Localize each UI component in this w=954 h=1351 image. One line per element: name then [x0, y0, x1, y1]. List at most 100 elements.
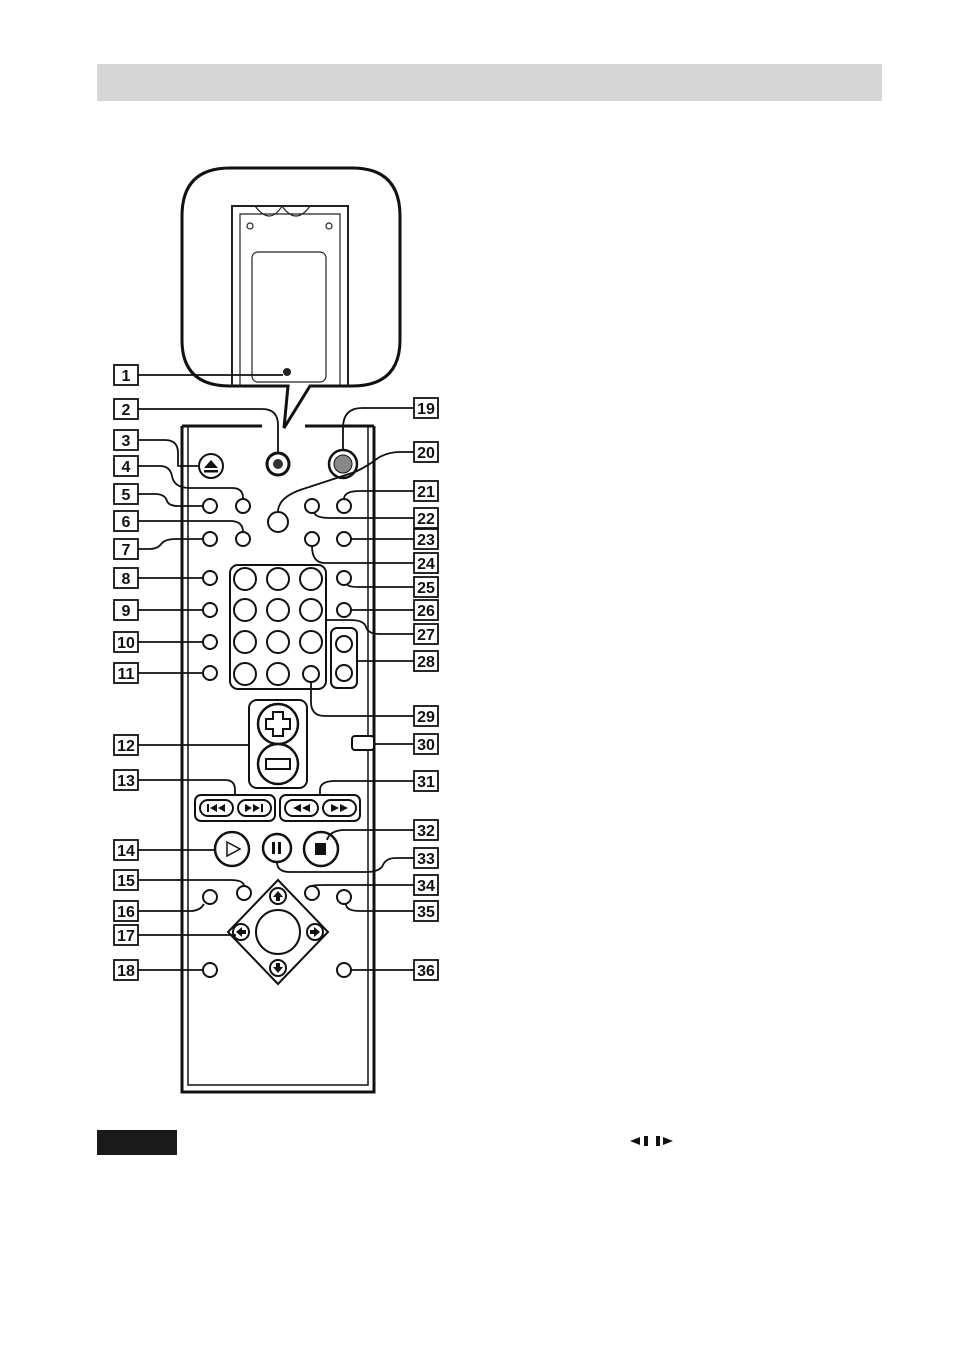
- callout-number: 23: [417, 532, 435, 549]
- volume-up-button[interactable]: [258, 704, 298, 744]
- callout-number: 1: [122, 368, 131, 385]
- callout-14: 14: [114, 840, 138, 860]
- callout-18: 18: [114, 960, 138, 980]
- callout-12: 12: [114, 735, 138, 755]
- small-button-35[interactable]: [337, 890, 351, 904]
- small-button-11[interactable]: [203, 666, 217, 680]
- small-button-7[interactable]: [203, 532, 217, 546]
- number-button[interactable]: [234, 631, 256, 653]
- number-button[interactable]: [234, 663, 256, 685]
- small-button-22[interactable]: [305, 499, 319, 513]
- small-button-26[interactable]: [337, 603, 351, 617]
- small-button-36[interactable]: [337, 963, 351, 977]
- callout-number: 10: [117, 635, 135, 652]
- callout-24: 24: [414, 553, 438, 573]
- fast-forward-button[interactable]: [323, 800, 356, 816]
- callout-number: 16: [117, 904, 135, 921]
- small-button-5[interactable]: [203, 499, 217, 513]
- callout-number: 19: [417, 401, 435, 418]
- enter-center-button[interactable]: [256, 910, 300, 954]
- callout-number: 21: [417, 484, 435, 501]
- callout-number: 7: [122, 542, 131, 559]
- callout-2: 2: [114, 399, 138, 419]
- callout-30: 30: [414, 734, 438, 754]
- channel-down-button[interactable]: [336, 665, 352, 681]
- callout-number: 15: [117, 873, 135, 890]
- number-button[interactable]: [300, 599, 322, 621]
- play-button[interactable]: [215, 832, 249, 866]
- callout-number: 33: [417, 851, 435, 868]
- battery-cover: [232, 206, 348, 386]
- callout-number: 26: [417, 603, 435, 620]
- callout-number: 17: [117, 928, 135, 945]
- reset-hole: [283, 368, 291, 376]
- number-button[interactable]: [300, 631, 322, 653]
- callout-4: 4: [114, 456, 138, 476]
- callout-number: 2: [122, 402, 131, 419]
- number-button[interactable]: [234, 599, 256, 621]
- callout-number: 13: [117, 773, 135, 790]
- callout-number: 14: [117, 843, 135, 860]
- callout-19: 19: [414, 398, 438, 418]
- volume-down-button[interactable]: [258, 744, 298, 784]
- callout-36: 36: [414, 960, 438, 980]
- slow-step-icon: [630, 1136, 673, 1146]
- callout-20: 20: [414, 442, 438, 462]
- callout-number: 34: [417, 878, 435, 895]
- number-button[interactable]: [267, 631, 289, 653]
- small-button-10[interactable]: [203, 635, 217, 649]
- small-button-16[interactable]: [203, 890, 217, 904]
- rewind-button[interactable]: [285, 800, 318, 816]
- callout-16: 16: [114, 901, 138, 921]
- number-button[interactable]: [234, 568, 256, 590]
- small-button-4[interactable]: [236, 499, 250, 513]
- callout-number: 30: [417, 737, 435, 754]
- small-button-24[interactable]: [305, 532, 319, 546]
- callout-number: 11: [118, 666, 135, 683]
- small-button-9[interactable]: [203, 603, 217, 617]
- side-switch[interactable]: [352, 736, 374, 750]
- callout-25: 25: [414, 577, 438, 597]
- callout-8: 8: [114, 568, 138, 588]
- callout-17: 17: [114, 925, 138, 945]
- number-button[interactable]: [267, 663, 289, 685]
- callout-number: 9: [122, 603, 131, 620]
- callout-number: 4: [122, 459, 131, 476]
- channel-up-button[interactable]: [336, 636, 352, 652]
- callout-5: 5: [114, 484, 138, 504]
- callout-34: 34: [414, 875, 438, 895]
- callout-number: 5: [122, 487, 131, 504]
- callout-3: 3: [114, 430, 138, 450]
- small-button-23[interactable]: [337, 532, 351, 546]
- number-button[interactable]: [267, 568, 289, 590]
- callout-number: 20: [417, 445, 435, 462]
- number-button[interactable]: [267, 599, 289, 621]
- medium-button-20[interactable]: [268, 512, 288, 532]
- callout-28: 28: [414, 651, 438, 671]
- small-button-25[interactable]: [337, 571, 351, 585]
- callout-29: 29: [414, 706, 438, 726]
- small-button-34[interactable]: [305, 886, 319, 900]
- tv-power-button-dot: [273, 459, 283, 469]
- callout-number: 36: [417, 963, 435, 980]
- small-button-15[interactable]: [237, 886, 251, 900]
- small-button-21[interactable]: [337, 499, 351, 513]
- callout-23: 23: [414, 529, 438, 549]
- pause-button[interactable]: [263, 834, 291, 862]
- callout-number: 22: [417, 511, 435, 528]
- callout-27: 27: [414, 624, 438, 644]
- small-button-6[interactable]: [236, 532, 250, 546]
- callout-number: 8: [122, 571, 131, 588]
- small-button-18[interactable]: [203, 963, 217, 977]
- callout-35: 35: [414, 901, 438, 921]
- number-button[interactable]: [300, 568, 322, 590]
- callout-22: 22: [414, 508, 438, 528]
- callout-number: 12: [117, 738, 135, 755]
- callout-9: 9: [114, 600, 138, 620]
- callout-31: 31: [414, 771, 438, 791]
- small-button-8[interactable]: [203, 571, 217, 585]
- callout-7: 7: [114, 539, 138, 559]
- enter-button[interactable]: [303, 666, 319, 682]
- callout-10: 10: [114, 632, 138, 652]
- callout-number: 24: [417, 556, 435, 573]
